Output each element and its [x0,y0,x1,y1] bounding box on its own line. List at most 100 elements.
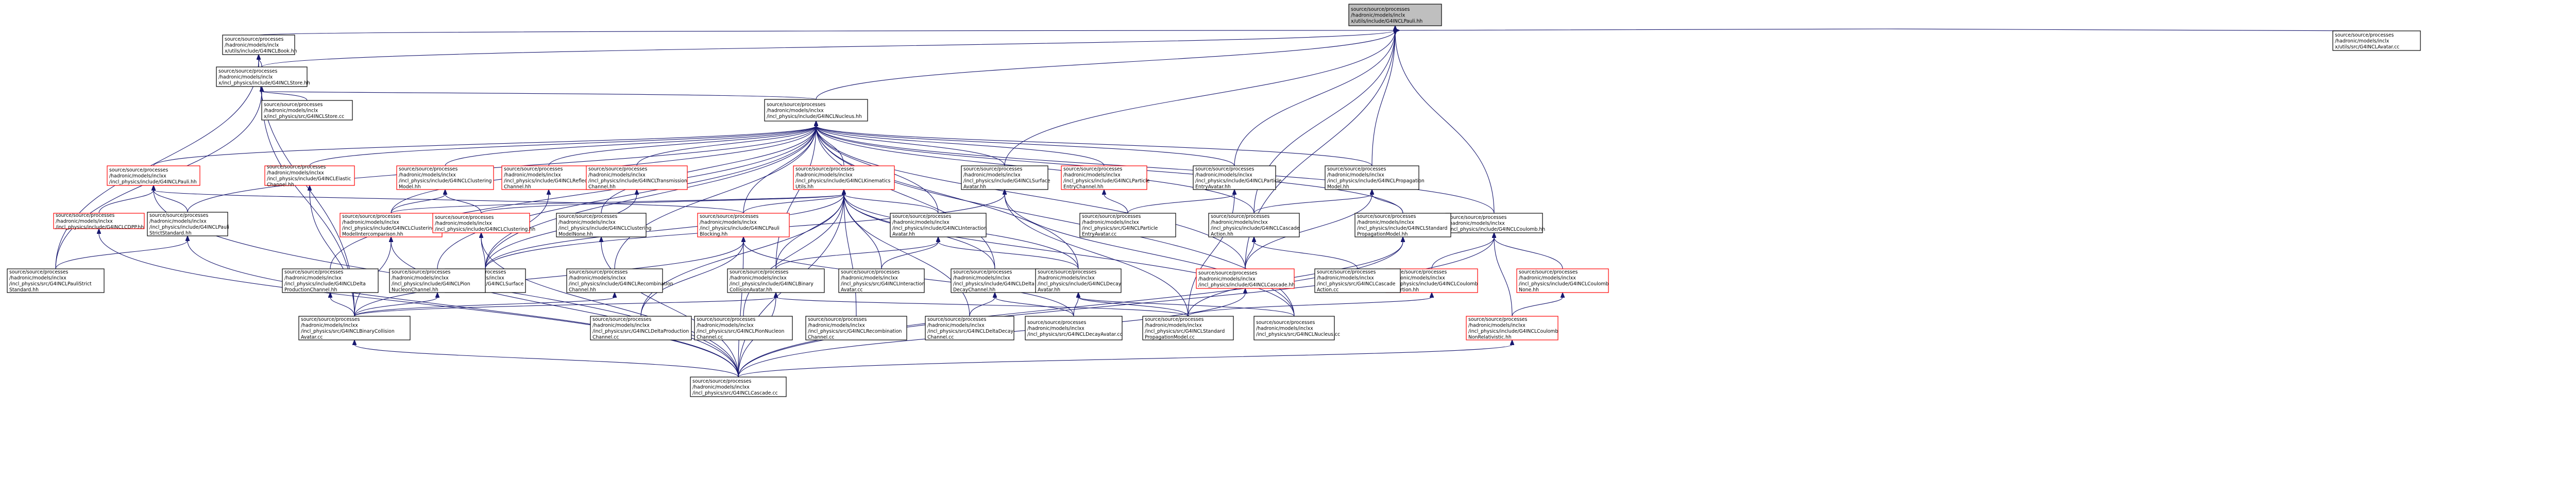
node-particle_entry_channel[interactable]: source/source/processes/hadronic/models/… [1061,165,1150,190]
node-label-line: x/utils/include/G4INCLBook.hh [225,48,297,54]
node-label-line: source/source/processes [435,215,494,220]
node-binary_collision_cc[interactable]: source/source/processes/hadronic/models/… [298,316,411,340]
node-label-line: /incl_physics/src/G4INCLStandard [1145,329,1225,334]
node-label-line: Distortion.hh [1388,287,1419,293]
edge-kinematics-to-clustering_hh [481,194,844,214]
node-delta_decay_hh[interactable]: source/source/processes/hadronic/models/… [951,268,1039,293]
node-delta_prod_cc[interactable]: source/source/processes/hadronic/models/… [590,316,692,340]
node-label-line: Blocking.hh [700,232,727,237]
node-label-line: /hadronic/models/inclxx [149,219,207,225]
node-label-line: /incl_physics/src/G4INCLInteraction [841,281,925,287]
node-paulistrict_cc[interactable]: source/source/processes/hadronic/models/… [147,212,229,236]
edge-nucleus_hh-to-binary_collision_hh [775,126,816,269]
node-cascade_hh[interactable]: source/source/processes/hadronic/models/… [1196,268,1295,289]
node-particle_entry_avatar_cc[interactable]: source/source/processes/hadronic/models/… [1079,213,1176,237]
node-interaction_avatar_hh[interactable]: source/source/processes/hadronic/models/… [890,213,987,237]
edge-delta_decay_hh-to-delta_decay_cc [969,297,995,317]
node-pauli_blocking[interactable]: source/source/processes/hadronic/models/… [697,213,790,237]
edge-nucleus_hh-to-transmission [636,126,816,166]
edge-nucleus_hh-to-clustering_model [445,126,816,166]
node-avatar_cc[interactable]: source/source/processes/hadronic/models/… [2332,30,2421,51]
node-label-line: /incl_physics/include/G4INCLClustering [342,226,435,231]
node-label-line: Channel.hh [267,182,294,188]
node-elastic[interactable]: source/source/processes/hadronic/models/… [264,164,355,188]
edge-nucleus_hh-to-propagation_model [816,126,1372,166]
node-pauli[interactable]: source/source/processes/hadronic/models/… [1348,4,1442,26]
edge-nucleus_hh-to-cascade_hh [816,126,1246,269]
node-store_hh[interactable]: source/source/processes/hadronic/models/… [222,35,297,55]
node-label-line: source/source/processes [2335,32,2394,38]
node-label-line: /hadronic/models/inclxx [1211,220,1268,226]
node-label-line: source/source/processes [301,317,360,322]
node-label-line: /incl_physics/include/G4INCLDelta [284,281,366,287]
node-decay_avatar_hh[interactable]: source/source/processes/hadronic/models/… [1035,268,1122,293]
node-label-line: /hadronic/models/inclxx [56,218,113,224]
node-paulistrict[interactable]: source/source/processes/hadronic/models/… [7,268,105,293]
node-delta_prod_hh[interactable]: source/source/processes/hadronic/models/… [282,268,379,293]
node-clustering_none[interactable]: source/source/processes/hadronic/models/… [556,213,652,237]
node-label-line: /hadronic/models/inclxx [399,173,456,178]
node-std_propagation_cc[interactable]: source/source/processes/hadronic/models/… [1142,316,1234,340]
node-cdpp[interactable]: source/source/processes/hadronic/models/… [53,213,145,230]
node-surface_avatar_hh[interactable]: source/source/processes/hadronic/models/… [961,165,1050,190]
node-label-line: /incl_physics/include/G4INCLPauli.hh [109,179,197,185]
node-box [890,213,987,237]
node-particle_entry_avatar_hh[interactable]: source/source/processes/hadronic/models/… [1193,165,1282,190]
node-pauli_hh[interactable]: source/source/processes/hadronic/models/… [107,165,200,186]
node-box [389,268,486,293]
node-delta_decay_cc[interactable]: source/source/processes/hadronic/models/… [925,316,1014,340]
node-layer: source/source/processes/hadronic/models/… [7,4,2421,397]
node-kinematics[interactable]: source/source/processes/hadronic/models/… [793,165,895,190]
node-recombination_cc[interactable]: source/source/processes/hadronic/models/… [805,316,907,340]
node-pion_nucleon_hh[interactable]: source/source/processes/hadronic/models/… [389,268,486,293]
edge-surface_avatar_hh-to-std_propagation_cc [1005,194,1189,317]
node-store_cc[interactable]: source/source/processes/hadronic/models/… [261,100,353,121]
node-label-line: /incl_physics/src/G4INCLDecayAvatar.cc [1027,332,1123,337]
node-clustering_intercomp[interactable]: source/source/processes/hadronic/models/… [340,213,443,237]
node-label-line: source/source/processes [927,317,986,322]
node-clustering_hh[interactable]: source/source/processes/hadronic/models/… [432,213,535,233]
edge-kinematics-to-clustering_intercomp [391,194,844,214]
node-box [1354,213,1451,237]
node-binary_collision_hh[interactable]: source/source/processes/hadronic/models/… [727,268,825,293]
node-cascade_cc[interactable]: source/source/processes/hadronic/models/… [690,377,787,397]
node-reflection[interactable]: source/source/processes/hadronic/models/… [501,165,596,190]
edge-recombination_hh-to-binary_collision_cc [354,297,615,317]
node-coulomb_hh[interactable]: source/source/processes/hadronic/models/… [1445,213,1545,233]
node-nucleus_hh[interactable]: source/source/processes/hadronic/models/… [764,99,868,122]
node-label-line: source/source/processes [264,102,323,108]
edge-pauli-to-surface_avatar_hh [1004,30,1395,166]
node-decay_avatar_cc[interactable]: source/source/processes/hadronic/models/… [1025,316,1123,340]
node-label-line: source/source/processes [953,269,1012,275]
node-cascade_action_cc[interactable]: source/source/processes/hadronic/models/… [1314,268,1401,293]
node-label-line: /hadronic/models/inclxx [1038,276,1095,281]
node-interaction_avatar_cc[interactable]: source/source/processes/hadronic/models/… [838,268,925,293]
node-label-line: /incl_physics/src/G4INCLParticle [1082,226,1158,231]
node-label-line: EntryAvatar.cc [1082,232,1116,237]
node-label-line: source/source/processes [963,166,1022,172]
node-label-line: source/source/processes [808,317,867,322]
node-label-line: /incl_physics/include/G4INCLInteraction [892,226,987,231]
node-std_propagation_hh[interactable]: source/source/processes/hadronic/models/… [1354,213,1451,237]
node-coulomb_nonrel[interactable]: source/source/processes/hadronic/models/… [1466,316,1558,340]
node-label-line: /incl_physics/src/G4INCLPauliStrict [9,281,92,287]
node-box [222,35,295,55]
node-box [1385,268,1478,293]
node-box [1035,268,1122,293]
edge-pauli_hh-to-paulistrict_cc [154,190,188,213]
node-nucleus_cc[interactable]: source/source/processes/hadronic/models/… [1253,316,1340,340]
node-propagation_model[interactable]: source/source/processes/hadronic/models/… [1325,165,1425,190]
node-label-line: NonRelativistic.hh [1468,335,1512,340]
node-coulomb_distortion[interactable]: source/source/processes/hadronic/models/… [1385,268,1478,293]
node-label-line: Avatar.cc [841,287,863,293]
node-recombination_hh[interactable]: source/source/processes/hadronic/models/… [566,268,673,293]
node-cascade_action_hh[interactable]: source/source/processes/hadronic/models/… [1208,213,1300,237]
node-transmission[interactable]: source/source/processes/hadronic/models/… [586,165,688,190]
node-store2_hh[interactable]: source/source/processes/hadronic/models/… [216,66,310,87]
edge-kinematics-to-recombination_cc [844,194,857,317]
node-box [261,100,353,121]
node-pion_nucleon_cc[interactable]: source/source/processes/hadronic/models/… [694,316,793,340]
node-clustering_model[interactable]: source/source/processes/hadronic/models/… [396,165,494,190]
node-coulomb_none[interactable]: source/source/processes/hadronic/models/… [1516,268,1609,293]
